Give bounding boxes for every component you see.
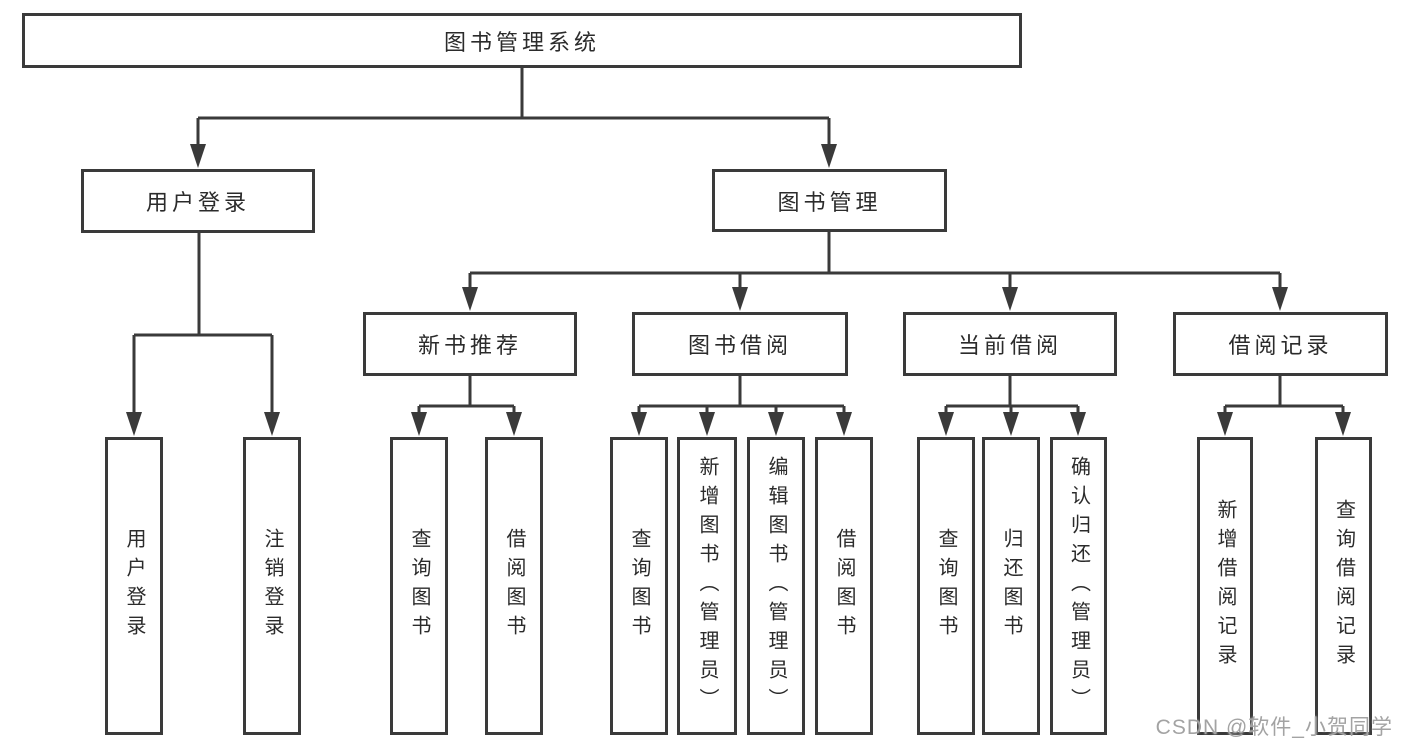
leaf-user-login: 用户登录 (105, 437, 163, 735)
leaf-return-books: 归还图书 (982, 437, 1040, 735)
node-root: 图书管理系统 (22, 13, 1022, 68)
leaf-query-books-current: 查询图书 (917, 437, 975, 735)
leaf-confirm-return-admin: 确认归还（管理员） (1050, 437, 1107, 735)
leaf-edit-books-admin: 编辑图书（管理员） (747, 437, 805, 735)
node-current-borrowing: 当前借阅 (903, 312, 1117, 376)
leaf-query-borrow-record: 查询借阅记录 (1315, 437, 1372, 735)
leaf-query-books-recommend: 查询图书 (390, 437, 448, 735)
watermark-text: CSDN @软件_小贺同学 (1155, 716, 1393, 739)
leaf-borrow-books-recommend: 借阅图书 (485, 437, 543, 735)
leaf-add-books-admin: 新增图书（管理员） (677, 437, 737, 735)
leaf-borrow-books-borrowing: 借阅图书 (815, 437, 873, 735)
leaf-logout-login: 注销登录 (243, 437, 301, 735)
node-book-management: 图书管理 (712, 169, 947, 232)
node-new-book-recommend: 新书推荐 (363, 312, 577, 376)
leaf-query-books-borrowing: 查询图书 (610, 437, 668, 735)
node-user-login: 用户登录 (81, 169, 315, 233)
node-book-borrowing: 图书借阅 (632, 312, 848, 376)
leaf-add-borrow-record: 新增借阅记录 (1197, 437, 1253, 735)
node-borrowing-records: 借阅记录 (1173, 312, 1388, 376)
